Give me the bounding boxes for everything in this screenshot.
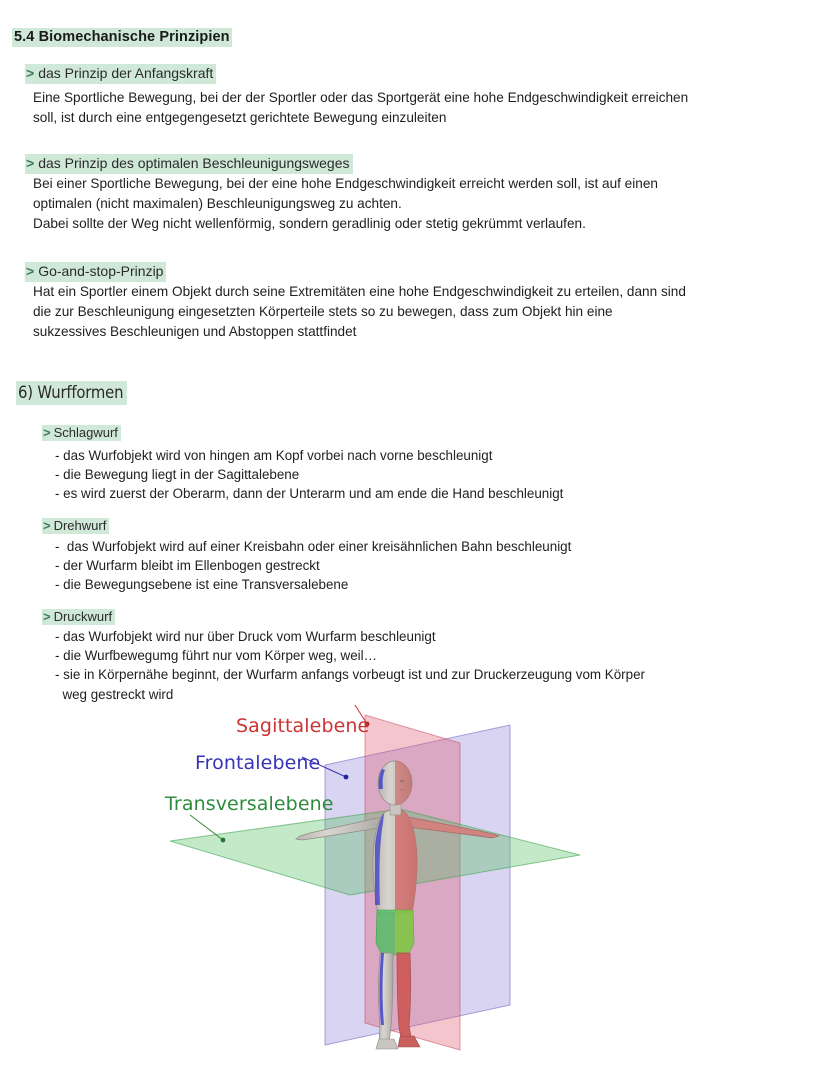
bullet-marker-icon: >: [43, 609, 51, 624]
bullet-marker-icon: >: [26, 155, 35, 171]
section-heading-label: das Prinzip des optimalen Beschleunigung…: [38, 155, 350, 171]
sub-heading-label: Schlagwurf: [53, 425, 118, 440]
section-heading-label: Go-and-stop-Prinzip: [38, 263, 164, 279]
frontal-plane: [324, 724, 511, 1046]
section-heading-anfangskraft: >das Prinzip der Anfangskraft: [25, 64, 217, 84]
list-item: weg gestreckt wird: [55, 686, 174, 702]
sub-heading-drehwurf: >Drehwurf: [42, 518, 110, 534]
bullet-marker-icon: >: [43, 518, 51, 533]
list-item: - der Wurfarm bleibt im Ellenbogen gestr…: [55, 558, 320, 574]
sub-heading-label: Drehwurf: [53, 518, 107, 533]
list-item: - die Bewegungsebene ist eine Transversa…: [55, 577, 349, 593]
bullet-list-druckwurf: - das Wurfobjekt wird nur über Druck vom…: [55, 627, 645, 704]
human-body-model: [295, 760, 501, 1050]
body-line: Bei einer Sportliche Bewegung, bei der e…: [33, 176, 658, 191]
sub-heading-druckwurf: >Druckwurf: [42, 609, 116, 625]
page-title: 5.4 Biomechanische Prinzipien: [12, 28, 232, 47]
section-heading-go-and-stop: >Go-and-stop-Prinzip: [25, 262, 167, 282]
body-line: sukzessives Beschleunigen und Abstoppen …: [33, 324, 357, 339]
list-item: - das Wurfobjekt wird auf einer Kreisbah…: [55, 539, 572, 554]
sub-heading-schlagwurf: >Schlagwurf: [42, 425, 121, 441]
section-body-beschleunigungsweg: Bei einer Sportliche Bewegung, bei der e…: [33, 174, 658, 234]
section-heading-beschleunigungsweg: >das Prinzip des optimalen Beschleunigun…: [25, 154, 353, 174]
figure-label-frontalebene: Frontalebene: [195, 752, 321, 774]
figure-label-sagittalebene: Sagittalebene: [236, 715, 370, 737]
body-line: Dabei sollte der Weg nicht wellenförmig,…: [33, 216, 586, 231]
anatomy-planes-illustration: [169, 705, 581, 1051]
list-item: - sie in Körpernähe beginnt, der Wurfarm…: [55, 667, 645, 683]
bullet-marker-icon: >: [43, 425, 51, 440]
body-line: Hat ein Sportler einem Objekt durch sein…: [33, 284, 686, 299]
bullet-list-drehwurf: - das Wurfobjekt wird auf einer Kreisbah…: [55, 537, 571, 595]
bullet-list-schlagwurf: - das Wurfobjekt wird von hingen am Kopf…: [55, 446, 563, 504]
body-line: Eine Sportliche Bewegung, bei der der Sp…: [33, 90, 689, 105]
sagittal-leader-line: [354, 705, 370, 727]
section-heading-label: das Prinzip der Anfangskraft: [38, 65, 214, 81]
bullet-marker-icon: >: [26, 263, 35, 279]
body-line: optimalen (nicht maximalen) Beschleunigu…: [33, 196, 402, 211]
list-item: - das Wurfobjekt wird von hingen am Kopf…: [55, 448, 493, 463]
transversal-leader-line: [189, 814, 226, 843]
bullet-marker-icon: >: [26, 65, 35, 81]
sub-heading-label: Druckwurf: [53, 609, 113, 624]
anatomy-planes-figure: Sagittalebene Frontalebene Transversaleb…: [150, 705, 680, 1060]
figure-label-transversalebene: Transversalebene: [165, 793, 334, 815]
list-item: - die Wurfbewegumg führt nur vom Körper …: [55, 648, 378, 664]
section-title-wurfformen: 6) Wurfformen: [16, 381, 128, 405]
list-item: - das Wurfobjekt wird nur über Druck vom…: [55, 629, 436, 644]
section-body-anfangskraft: Eine Sportliche Bewegung, bei der der Sp…: [33, 88, 688, 128]
frontal-leader-line: [301, 756, 349, 780]
section-body-go-and-stop: Hat ein Sportler einem Objekt durch sein…: [33, 282, 686, 342]
body-line: soll, ist durch eine entgegengesetzt ger…: [33, 110, 447, 125]
list-item: - es wird zuerst der Oberarm, dann der U…: [55, 486, 564, 502]
body-line: die zur Beschleunigung eingesetzten Körp…: [33, 304, 613, 319]
list-item: - die Bewegung liegt in der Sagittaleben…: [55, 467, 300, 483]
